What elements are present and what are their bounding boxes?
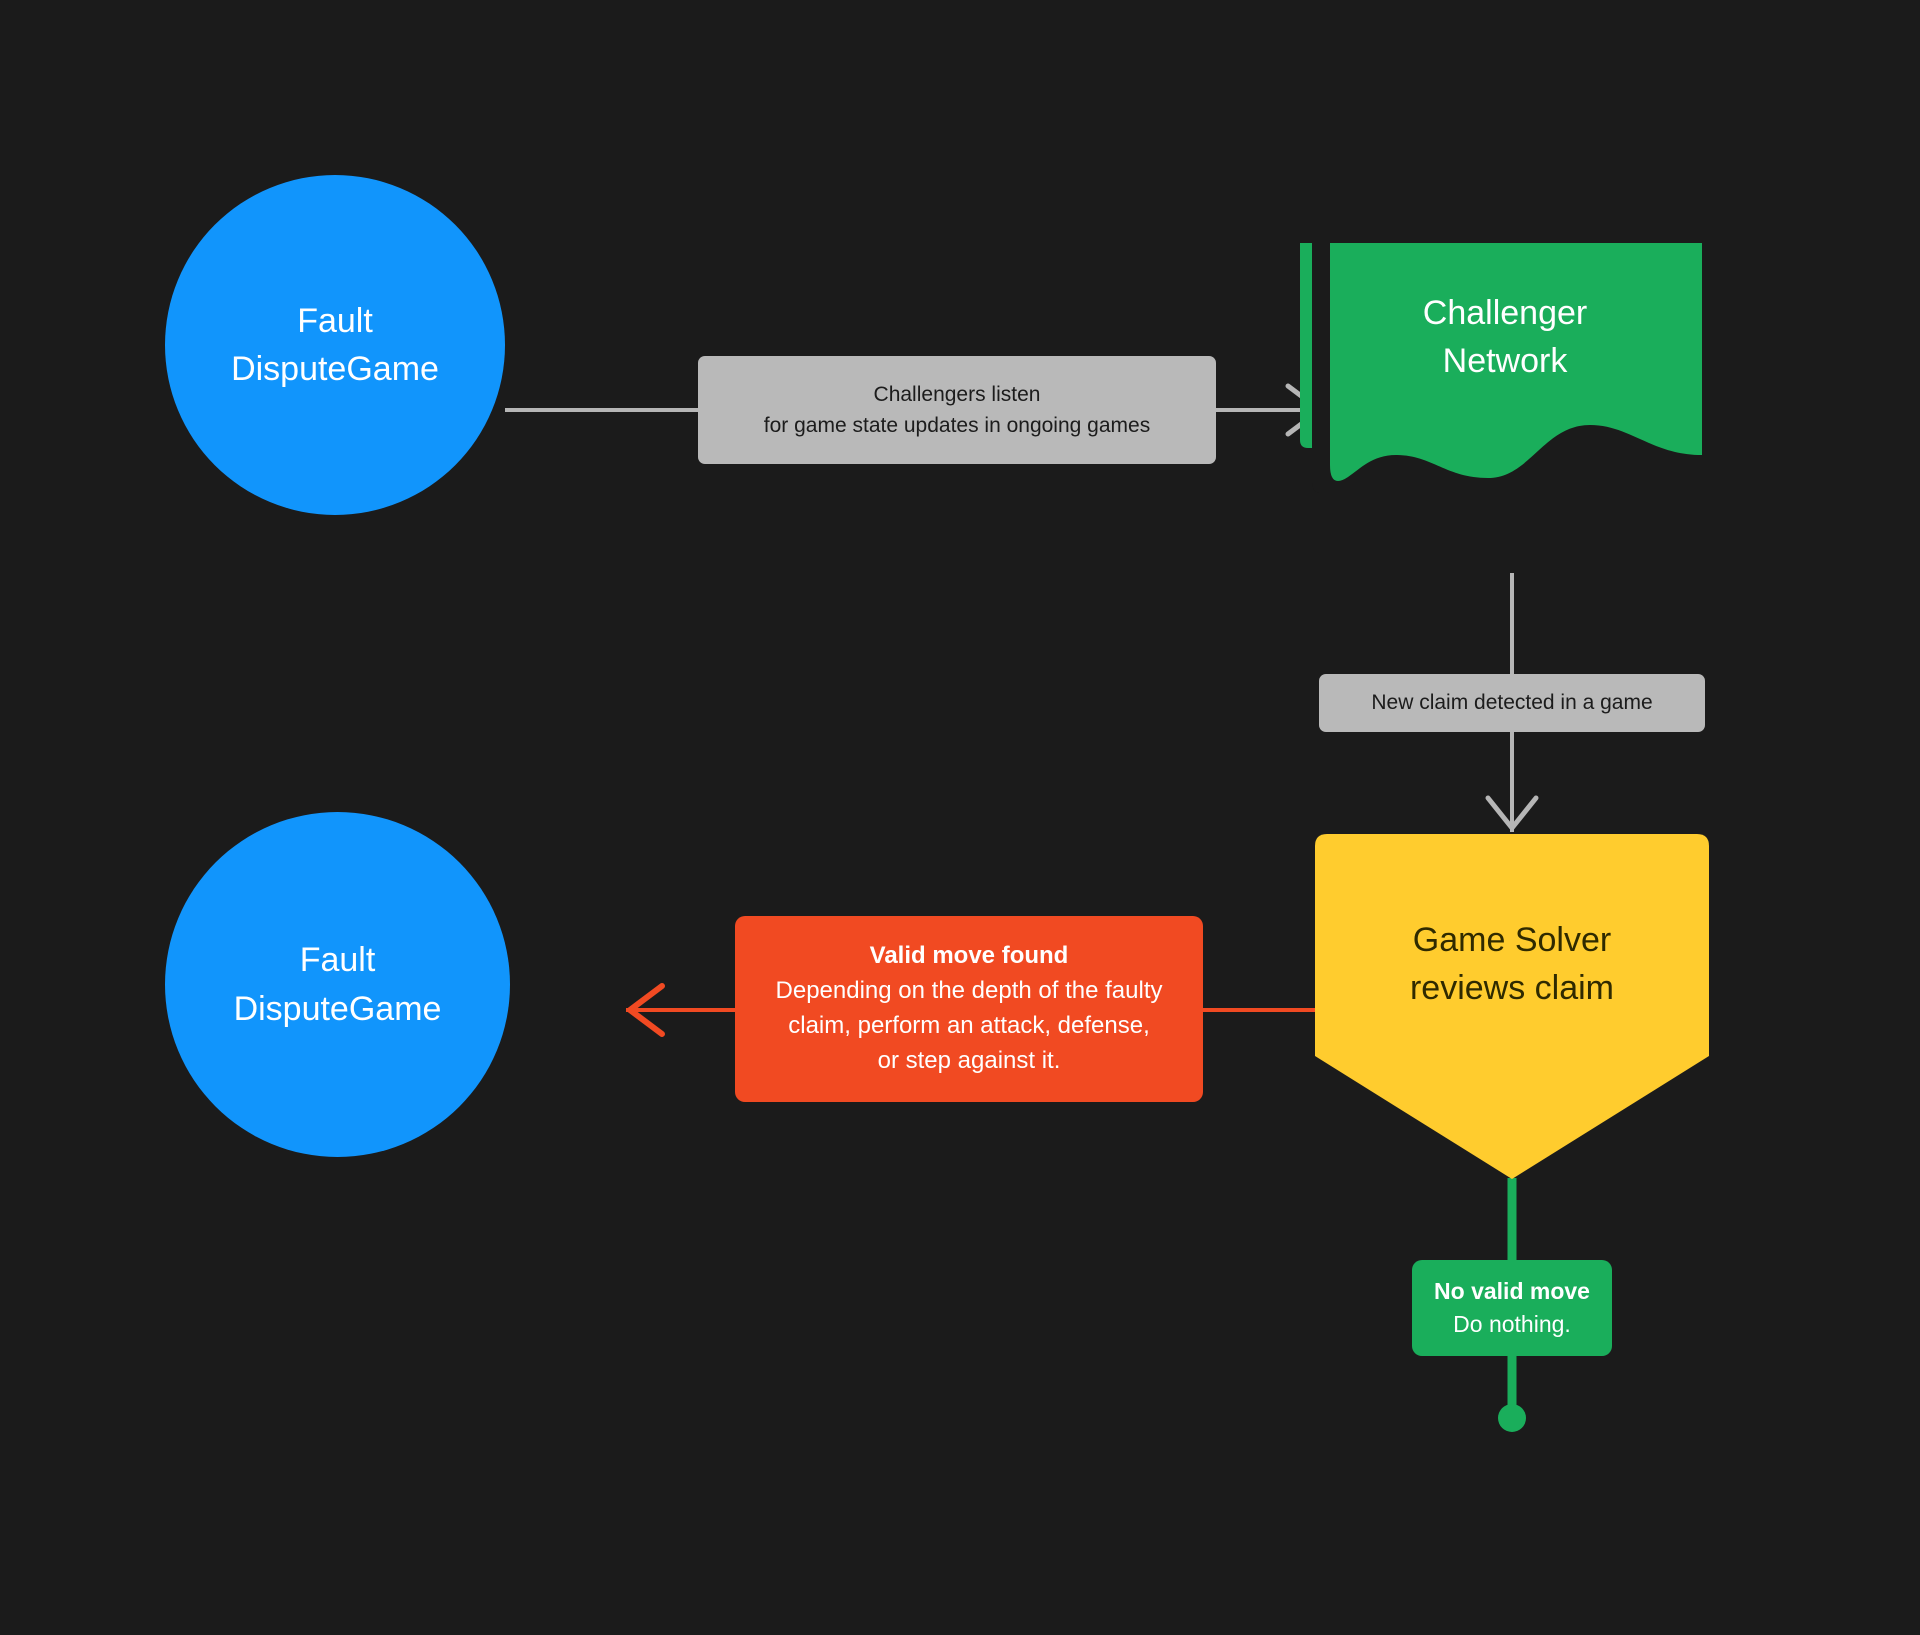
node-label-line: Challenger [1422, 294, 1588, 332]
edge-label-line: New claim detected in a game [1371, 691, 1653, 715]
document-stack-icon [1300, 243, 1710, 493]
edge-label-challengers-listen[interactable]: Challengers listen for game state update… [698, 356, 1216, 464]
edge-label-title: No valid move [1434, 1277, 1590, 1304]
arrowhead-valid-move [627, 983, 665, 1037]
node-label-line: reviews claim [1409, 969, 1615, 1008]
document-front-sheet [1330, 243, 1702, 481]
edge-label-line: for game state updates in ongoing games [763, 414, 1151, 437]
pennant-shape [1315, 834, 1709, 1179]
arrowhead-new-claim [1485, 795, 1539, 831]
pennant-fill [1315, 834, 1709, 1179]
edge-label-new-claim-detected[interactable]: New claim detected in a game [1319, 674, 1705, 732]
edge-label-line: Depending on the depth of the faulty [775, 977, 1163, 1005]
node-game-solver[interactable]: Game Solver reviews claim [1315, 834, 1709, 1179]
edge-label-line: Challengers listen [873, 382, 1041, 406]
node-fault-dispute-game-bottom[interactable]: Fault DisputeGame [165, 812, 510, 1157]
node-label-line: DisputeGame [233, 989, 442, 1028]
node-label: Challenger Network [1300, 289, 1710, 386]
edge-label-no-valid-move[interactable]: No valid move Do nothing. [1412, 1260, 1612, 1356]
edge-label-line: claim, perform an attack, defense, [788, 1012, 1150, 1039]
node-fault-dispute-game-top[interactable]: Fault DisputeGame [165, 175, 505, 515]
node-label-line: Fault [299, 941, 376, 980]
node-label-line: Game Solver [1412, 921, 1612, 959]
edge-label-title: Valid move found [869, 942, 1069, 970]
node-challenger-network[interactable]: Challenger Network [1300, 243, 1710, 563]
edge-label-valid-move-found[interactable]: Valid move found Depending on the depth … [735, 916, 1203, 1102]
edge-label-line: Do nothing. [1453, 1311, 1571, 1337]
terminator-dot [1498, 1404, 1526, 1432]
node-label-line: Fault [297, 301, 373, 340]
node-label-line: Network [1442, 342, 1568, 381]
edge-label-line: or step against it. [877, 1046, 1061, 1074]
node-label-line: DisputeGame [231, 350, 439, 388]
node-label: Game Solver reviews claim [1315, 916, 1709, 1013]
